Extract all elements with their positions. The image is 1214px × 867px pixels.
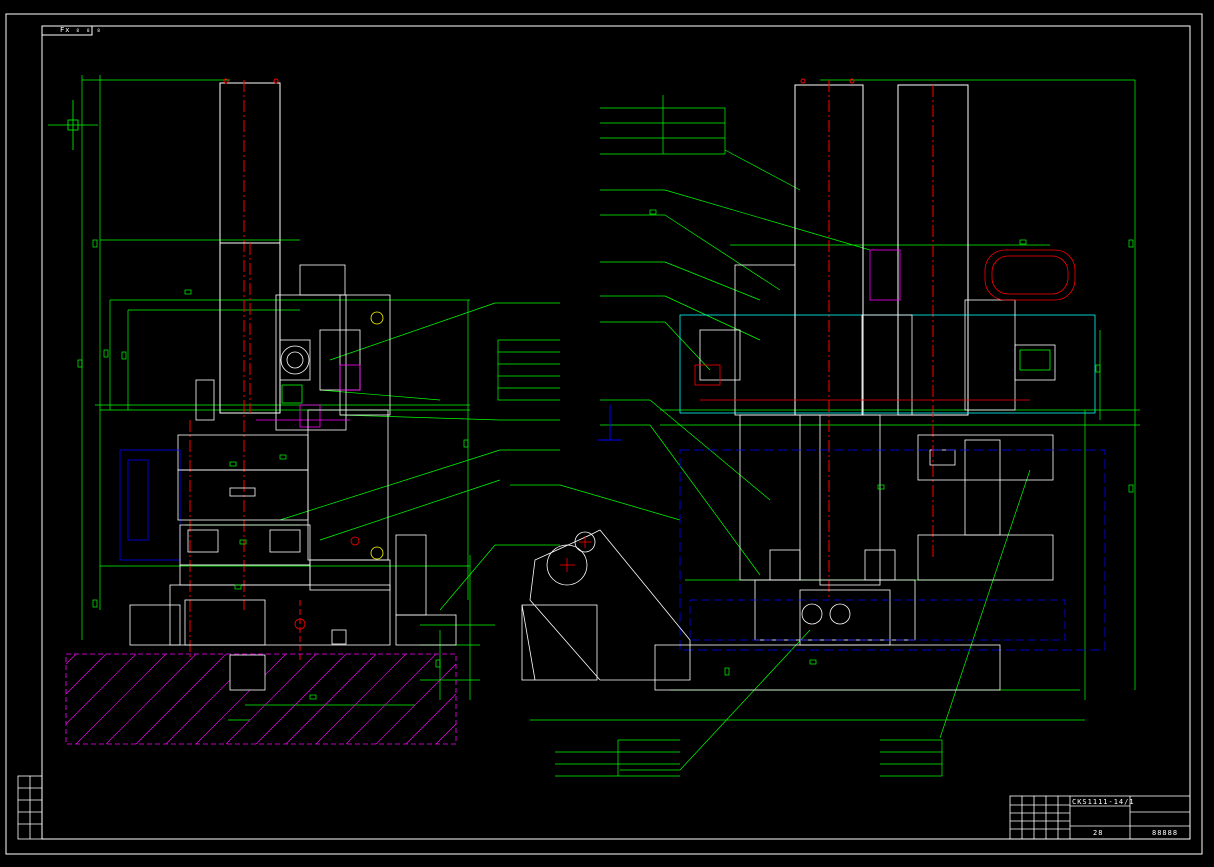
left-headstock — [195, 264, 391, 431]
section-arrow — [598, 405, 622, 441]
chip-conveyor — [521, 529, 691, 681]
inner-frame — [41, 25, 1191, 840]
right-label-tables — [555, 95, 943, 777]
left-dim-markers — [77, 239, 469, 700]
sheet-code: 88888 — [1152, 829, 1179, 837]
right-columns — [794, 78, 969, 600]
foundation-hatch — [65, 653, 457, 745]
margin-strip — [17, 775, 43, 840]
left-column — [189, 78, 301, 660]
corner-tag-box — [41, 25, 93, 36]
corner-tag: Fx ₈ ₈ ₈ — [60, 26, 102, 34]
right-dim-markers — [649, 209, 1134, 676]
left-bed — [119, 409, 457, 646]
drawing-number: CKS1111-14/1 — [1072, 798, 1135, 806]
title-block — [1009, 795, 1191, 840]
origin-crosshair — [48, 100, 98, 150]
right-lower-machine — [654, 414, 1106, 691]
scale-note: 28 — [1093, 829, 1104, 837]
left-view-label-table — [497, 339, 560, 401]
outer-frame — [5, 13, 1203, 855]
